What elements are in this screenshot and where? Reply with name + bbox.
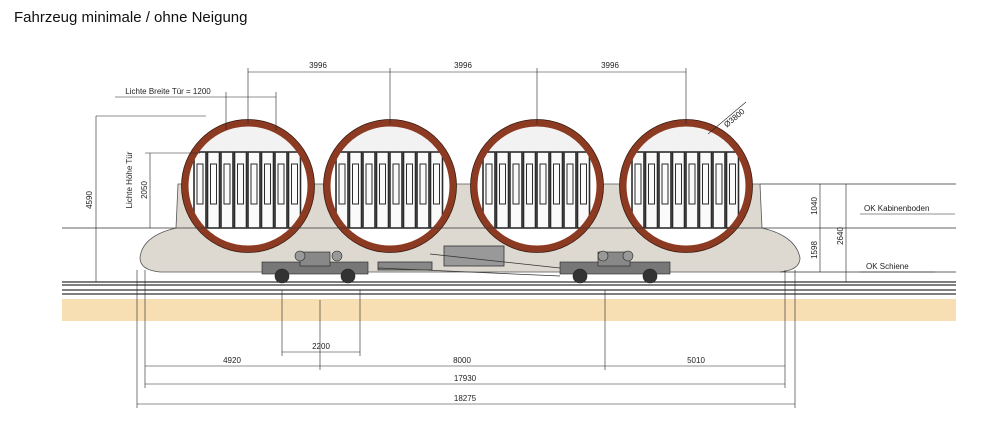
page-title: Fahrzeug minimale / ohne Neigung bbox=[14, 9, 248, 26]
level-rail: OK Schiene bbox=[866, 262, 909, 271]
dim-overall-height: 4590 bbox=[85, 191, 94, 209]
cabin-2 bbox=[323, 119, 457, 253]
dim-segment-left: 4920 bbox=[223, 356, 241, 365]
rail-track bbox=[62, 281, 956, 295]
right-dimensions bbox=[819, 184, 955, 282]
cabin-1 bbox=[181, 119, 315, 253]
cabin-3 bbox=[470, 119, 604, 253]
dim-cabin-diameter: Ø3800 bbox=[722, 107, 747, 130]
dim-floor-height: 1040 bbox=[810, 197, 819, 215]
dim-length-total: 18275 bbox=[454, 394, 477, 403]
dim-length-inner: 17930 bbox=[454, 374, 477, 383]
dim-segment-middle: 8000 bbox=[453, 356, 471, 365]
dim-spacing-1: 3996 bbox=[309, 61, 327, 70]
dim-bogie-spacing: 2200 bbox=[312, 342, 330, 351]
dim-door-height-label: Lichte Höhe Tür bbox=[125, 151, 134, 208]
dim-spacing-3: 3996 bbox=[601, 61, 619, 70]
dim-floor-to-rail: 1598 bbox=[810, 241, 819, 259]
ground-band bbox=[62, 299, 956, 321]
drive-mechanism bbox=[377, 245, 561, 277]
top-dimensions bbox=[95, 68, 747, 282]
dim-spacing-2: 3996 bbox=[454, 61, 472, 70]
cabin-group bbox=[181, 119, 753, 253]
level-cabin-floor: OK Kabinenboden bbox=[864, 204, 929, 213]
cabin-4 bbox=[619, 119, 753, 253]
dim-door-height: 2050 bbox=[140, 181, 149, 199]
dim-door-width: Lichte Breite Tür = 1200 bbox=[125, 87, 211, 96]
bogie-right bbox=[559, 250, 671, 284]
dim-segment-right: 5010 bbox=[687, 356, 705, 365]
bogie-left bbox=[261, 250, 369, 284]
bottom-dimensions bbox=[136, 270, 796, 408]
dim-total-height: 2640 bbox=[836, 227, 845, 245]
